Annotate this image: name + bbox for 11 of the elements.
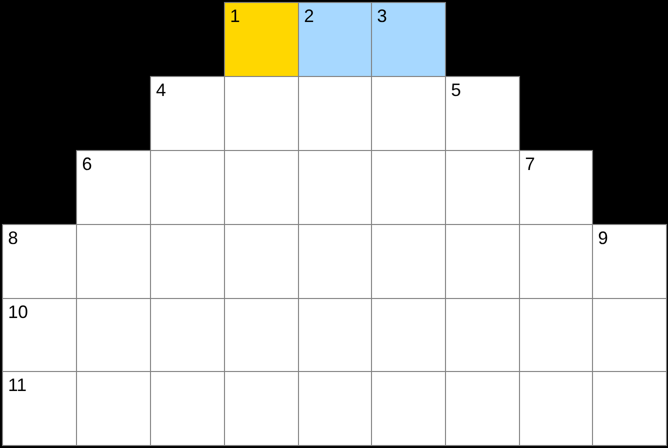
clue-number: 7 [525, 155, 536, 173]
clue-number: 9 [598, 229, 608, 247]
clue-number: 4 [156, 81, 166, 99]
clue-number: 11 [8, 376, 27, 394]
clue-number: 3 [377, 7, 388, 25]
clue-number: 10 [8, 303, 28, 321]
clue-number: 1 [230, 7, 240, 25]
clue-number: 8 [8, 229, 18, 247]
clue-number: 2 [304, 7, 314, 25]
clue-number: 6 [82, 155, 92, 173]
clue-number: 5 [451, 81, 462, 99]
